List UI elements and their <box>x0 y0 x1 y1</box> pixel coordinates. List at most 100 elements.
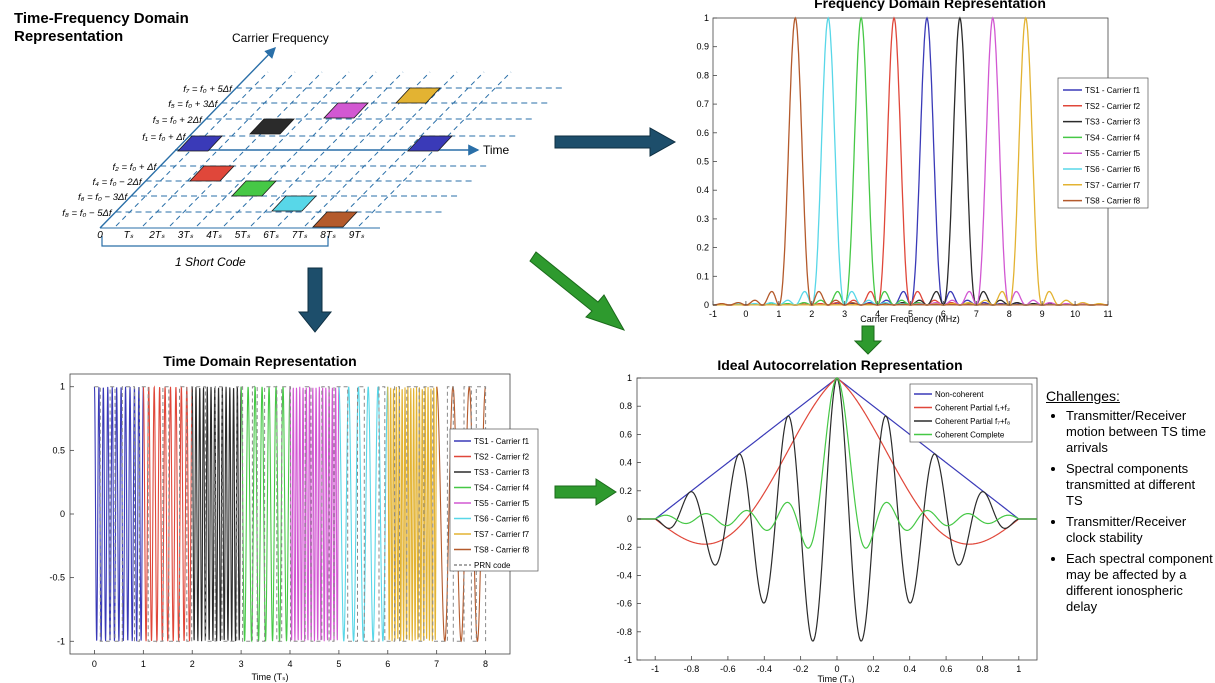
freq-x-tick-label: 3 <box>842 309 847 319</box>
freq-y-tick-label: 0.6 <box>696 128 709 138</box>
freq-plot-area <box>712 17 1109 306</box>
autocorr-curves <box>637 376 1037 642</box>
challenges-title: Challenges: <box>1046 388 1120 404</box>
autocorr-y-tick-label: -0.6 <box>616 599 632 609</box>
autocorr-x-tick-label: -1 <box>651 664 659 674</box>
time-xlabel: Time (Tₛ) <box>251 672 288 682</box>
freq-x-tick-label: 8 <box>1007 309 1012 319</box>
tf-diagonal-line <box>304 71 458 227</box>
freq-y-tick-label: 0.5 <box>696 157 709 167</box>
freq-y-tick-label: 0.8 <box>696 70 709 80</box>
autocorr-x-tick-label: 0.6 <box>940 664 953 674</box>
autocorr-x-tick-label: 0.8 <box>976 664 989 674</box>
time-prn-code-line <box>94 386 487 642</box>
time-legend-label: TS7 - Carrier f7 <box>474 530 530 539</box>
tf-time-slot-block <box>312 211 358 228</box>
freq-legend-label: TS1 - Carrier f1 <box>1085 86 1141 95</box>
freq-y-tick-label: 0 <box>704 300 709 310</box>
tf-time-tick: 4Tₛ <box>206 230 222 241</box>
challenges-list: Transmitter/Receiver motion between TS t… <box>1046 408 1214 615</box>
freq-y-tick-label: 0.1 <box>696 271 709 281</box>
tf-time-tick: 3Tₛ <box>178 230 194 241</box>
autocorr-y-tick-label: -0.4 <box>616 570 632 580</box>
autocorr-x-tick-label: -0.8 <box>684 664 700 674</box>
time-series-line <box>387 386 438 642</box>
autocorr-xlabel: Time (Tₛ) <box>817 674 854 683</box>
freq-y-tick-label: 0.3 <box>696 214 709 224</box>
time-series-line <box>142 385 193 643</box>
tf-time-tick: 8Tₛ <box>320 230 336 241</box>
arrow-down-green-icon <box>853 325 883 355</box>
arrow-down-icon <box>297 267 333 333</box>
tf-diagonal-line <box>142 71 296 227</box>
challenge-item: Spectral components transmitted at diffe… <box>1066 461 1214 509</box>
time-x-tick-label: 1 <box>141 659 146 669</box>
tf-frequency-label: f₅ = f₀ + 3Δf <box>168 99 218 110</box>
time-frequency-diagram: Carrier Frequency Time 1 Short Code f₇ =… <box>62 31 566 269</box>
autocorr-x-tick-label: -0.4 <box>757 664 773 674</box>
tf-diagonal-line <box>196 71 350 227</box>
autocorr-x-tick-label: -0.2 <box>793 664 809 674</box>
autocorr-x-tick-label: 0.4 <box>903 664 916 674</box>
arrow-right-icon <box>554 127 677 157</box>
freq-legend-label: TS6 - Carrier f6 <box>1085 165 1141 174</box>
short-code-bracket <box>101 236 329 247</box>
time-x-tick-label: 3 <box>239 659 244 669</box>
freq-chart-title: Frequency Domain Representation <box>814 0 1046 11</box>
tf-blocks <box>177 87 453 228</box>
tf-time-slot-block <box>177 135 223 152</box>
freq-x-tick-label: 1 <box>776 309 781 319</box>
time-legend-label: TS3 - Carrier f3 <box>474 468 530 477</box>
autocorr-x-tick-label: -0.6 <box>720 664 736 674</box>
time-series-line <box>338 386 389 642</box>
time-y-tick-label: 1 <box>60 382 65 392</box>
time-x-tick-label: 2 <box>190 659 195 669</box>
freq-x-tick-label: -1 <box>709 309 717 319</box>
autocorr-legend-label: Coherent Partial f₇+f₈ <box>935 417 1010 426</box>
short-code-label: 1 Short Code <box>175 255 246 269</box>
autocorr-x-tick-label: 1 <box>1016 664 1021 674</box>
tf-time-slot-block <box>249 118 295 135</box>
time-legend-box <box>449 428 539 572</box>
autocorr-chart-title: Ideal Autocorrelation Representation <box>717 357 963 373</box>
time-x-tick-label: 7 <box>434 659 439 669</box>
freq-legend-label: TS5 - Carrier f5 <box>1085 149 1141 158</box>
freq-x-tick-label: 5 <box>908 309 913 319</box>
tf-time-slot-block <box>271 195 317 212</box>
tf-time-slot-block <box>407 135 453 152</box>
challenge-item: Transmitter/Receiver clock stability <box>1066 514 1214 546</box>
freq-legend-label: TS7 - Carrier f7 <box>1085 181 1141 190</box>
tf-time-tick: 9Tₛ <box>349 230 365 241</box>
time-legend-label: TS8 - Carrier f8 <box>474 546 530 555</box>
freq-legend-label: TS8 - Carrier f8 <box>1085 197 1141 206</box>
freq-y-tick-label: 0.4 <box>696 185 709 195</box>
freq-legend-label: TS2 - Carrier f2 <box>1085 102 1141 111</box>
time-axis-label: Time <box>483 143 510 157</box>
tf-time-tick: Tₛ <box>124 230 134 241</box>
tf-frequency-label: f₆ = f₀ − 3Δf <box>78 192 128 203</box>
time-series-line <box>240 385 291 643</box>
time-series-line <box>93 386 144 642</box>
tf-time-slot-block <box>323 102 369 119</box>
time-legend-label: PRN code <box>474 561 511 570</box>
autocorr-y-tick-label: 0.2 <box>619 486 632 496</box>
autocorr-legend-label: Coherent Complete <box>935 431 1005 440</box>
time-y-tick-label: 0.5 <box>52 445 65 455</box>
carrier-frequency-axis <box>99 46 276 229</box>
time-x-tick-label: 8 <box>483 659 488 669</box>
time-chart-title: Time Domain Representation <box>163 353 357 369</box>
autocorr-y-tick-label: 0.6 <box>619 429 632 439</box>
autocorr-y-tick-label: 0 <box>627 514 632 524</box>
autocorr-x-tick-label: 0.2 <box>867 664 880 674</box>
